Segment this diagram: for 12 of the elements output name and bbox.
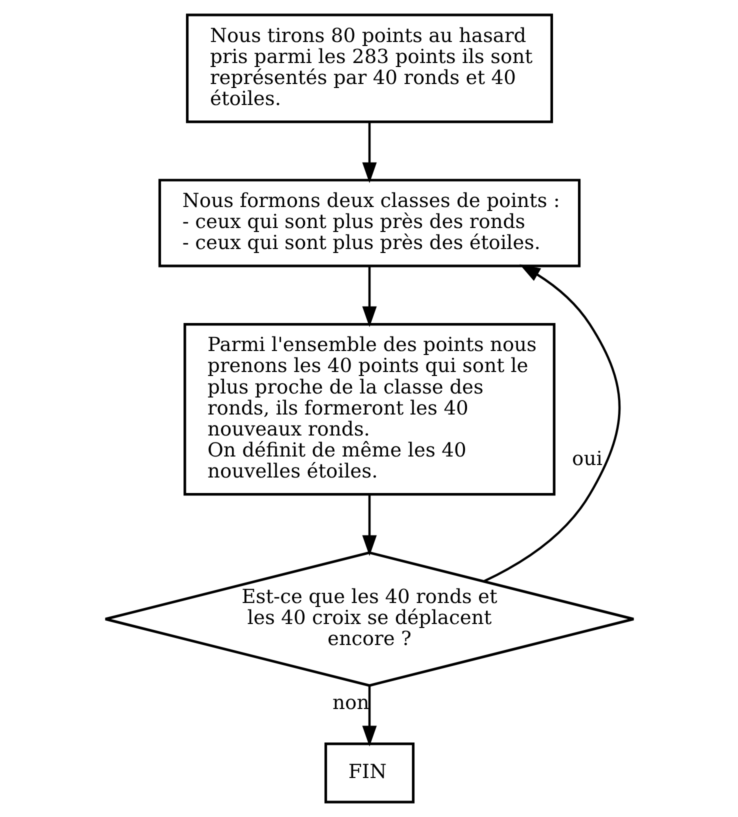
arrow bbox=[483, 264, 620, 582]
node-box: Nous formons deux classes de points : - ceux qui sont plus près des ronds - ceux qui sont plus près des étoiles. bbox=[158, 178, 580, 268]
node-box: FIN bbox=[324, 742, 414, 804]
node-box: Parmi l'ensemble des points nous prenons les 40 points qui sont le plus proche de la classe des ronds, ils formeront les 40 nouveaux ronds. On définit de même les 40 nouvelles étoiles. bbox=[183, 322, 555, 496]
edge-label: oui bbox=[572, 447, 602, 470]
arrow bbox=[362, 266, 376, 328]
edge-label: non bbox=[332, 690, 369, 714]
arrow bbox=[362, 122, 376, 184]
node-box: Nous tirons 80 points au hasard pris parmi les 283 points ils sont représentés par 40 ronds et 40 étoiles. bbox=[185, 14, 553, 124]
node-diamond: Est-ce que les 40 ronds et les 40 croix se déplacent encore ? bbox=[104, 551, 634, 687]
arrow bbox=[362, 494, 376, 556]
arrow bbox=[362, 686, 376, 747]
